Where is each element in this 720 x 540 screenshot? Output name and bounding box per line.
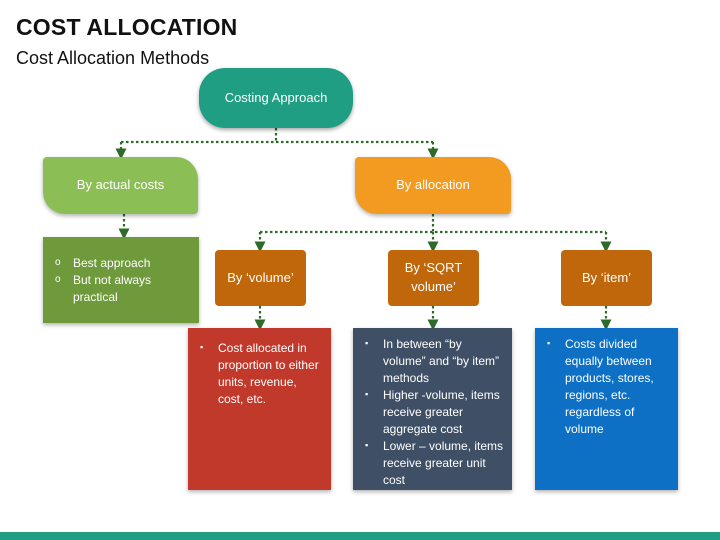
list-item: Cost allocated in proportion to either u… (198, 340, 321, 408)
page-subtitle: Cost Allocation Methods (16, 48, 210, 68)
method-by-volume: By ‘volume’ (215, 250, 306, 306)
method-by-item: By ‘item’ (561, 250, 652, 306)
list-item: Best approach (53, 255, 189, 272)
list-item: In between “by volume” and “by item” met… (363, 336, 504, 387)
volume-details: Cost allocated in proportion to either u… (188, 328, 331, 490)
list-item: Lower – volume, items receive greater un… (363, 438, 504, 489)
list-item: Higher -volume, items receive greater ag… (363, 387, 504, 438)
page-title: COST ALLOCATION (16, 14, 238, 40)
actual-costs-notes: Best approach But not always practical (43, 237, 199, 323)
footer-accent-bar (0, 532, 720, 540)
sqrt-volume-details: In between “by volume” and “by item” met… (353, 328, 512, 490)
item-details: Costs divided equally between products, … (535, 328, 678, 490)
method-by-sqrt-volume: By ‘SQRT volume’ (388, 250, 479, 306)
root-node-costing-approach: Costing Approach (199, 68, 353, 128)
branch-by-allocation: By allocation (355, 157, 511, 214)
branch-by-actual-costs: By actual costs (43, 157, 198, 214)
list-item: But not always practical (53, 272, 189, 306)
list-item: Costs divided equally between products, … (545, 336, 670, 438)
